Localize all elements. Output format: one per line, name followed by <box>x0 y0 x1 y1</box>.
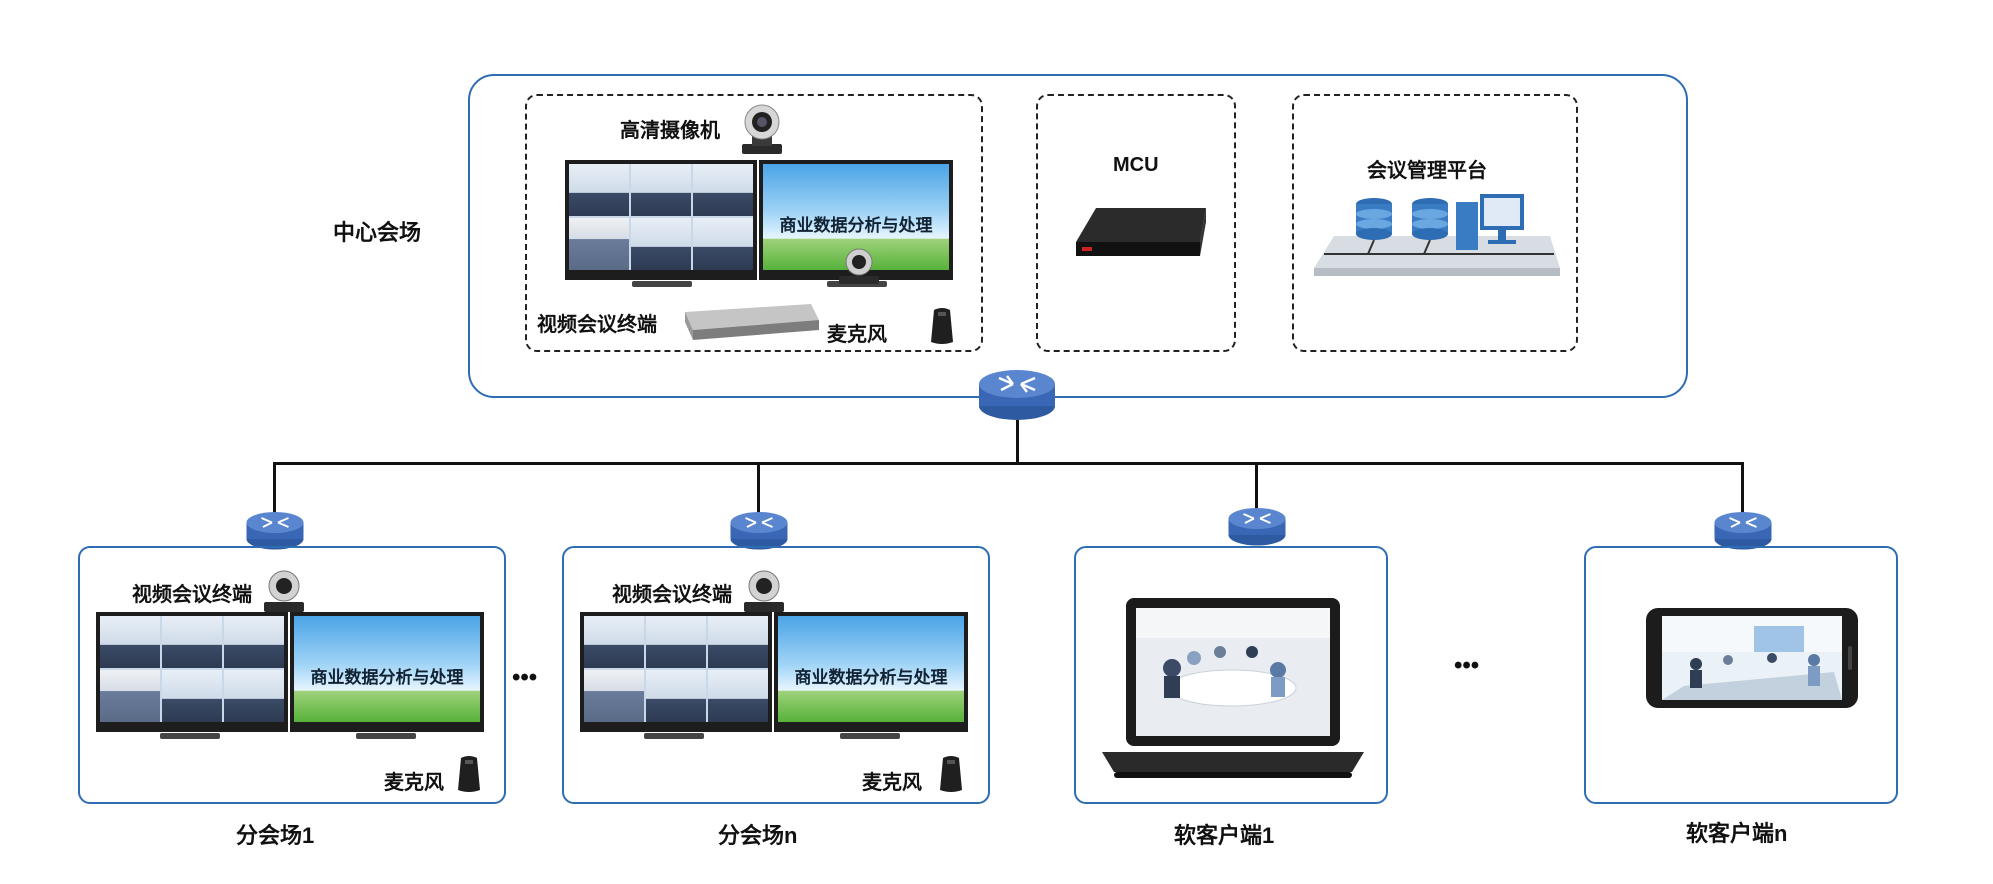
center-site-title: 中心会场 <box>333 220 422 245</box>
drop-line-4 <box>1741 462 1744 514</box>
pc-icon <box>1456 194 1524 250</box>
camera-label: 高清摄像机 <box>620 120 720 142</box>
center-av-group: 高清摄像机 商业数据分析与处理 视频会议终端 <box>525 94 983 352</box>
soft-client-1 <box>1074 546 1388 804</box>
branchn-caption: 分会场n <box>718 823 798 848</box>
branch1-caption: 分会场1 <box>236 823 315 848</box>
drop-line-1 <box>273 462 276 514</box>
clientn-caption: 软客户端n <box>1686 821 1788 846</box>
branchn-mic-label: 麦克风 <box>862 772 922 794</box>
gallery-screen <box>569 164 753 270</box>
branch1-mic-label: 麦克风 <box>384 772 444 794</box>
microphone-icon <box>940 756 962 792</box>
core-router-icon <box>979 370 1055 420</box>
tv-presentation: 商业数据分析与处理 <box>774 612 968 732</box>
drop-line-3 <box>1255 462 1258 514</box>
mic-label: 麦克风 <box>827 324 887 346</box>
tv-presentation: 商业数据分析与处理 <box>290 612 484 732</box>
microphone-icon <box>931 308 953 344</box>
branchn-terminal-label: 视频会议终端 <box>612 584 732 606</box>
management-platform-icon <box>1314 194 1560 276</box>
terminal-label: 视频会议终端 <box>537 314 657 336</box>
router-icon-clientn <box>1714 512 1772 550</box>
video-terminal-icon <box>685 304 819 340</box>
router-icon-branchn <box>730 512 788 550</box>
ellipsis-branches: ••• <box>512 664 538 691</box>
presentation-text: 商业数据分析与处理 <box>794 667 948 687</box>
drop-line-2 <box>757 462 760 514</box>
tv-gallery <box>96 612 288 732</box>
mcu-device-icon <box>1076 208 1206 256</box>
tv-gallery <box>565 160 757 280</box>
router-icon-branch1 <box>246 512 304 550</box>
client1-caption: 软客户端1 <box>1174 823 1275 848</box>
microphone-icon <box>458 756 480 792</box>
presentation-text: 商业数据分析与处理 <box>779 215 933 235</box>
ellipsis-clients: ••• <box>1454 652 1480 679</box>
trunk-line <box>1016 420 1019 464</box>
branch-site-n: 视频会议终端 商业数据分析与处理 麦克风 <box>562 546 990 804</box>
small-camera-icon <box>839 248 879 284</box>
camera-icon <box>744 570 784 612</box>
branch-site-1: 视频会议终端 商业数据分析与处理 麦克风 <box>78 546 506 804</box>
database-icon <box>1356 198 1392 255</box>
mcu-label: MCU <box>1113 154 1159 176</box>
presentation-text: 商业数据分析与处理 <box>310 667 464 687</box>
bus-line <box>274 462 1744 465</box>
platform-group: 会议管理平台 <box>1292 94 1578 352</box>
laptop-icon <box>1102 598 1364 778</box>
database-icon-2 <box>1412 198 1448 255</box>
phone-icon <box>1646 608 1858 708</box>
tv-gallery <box>580 612 772 732</box>
center-site-box: 高清摄像机 商业数据分析与处理 视频会议终端 <box>468 74 1688 398</box>
branch1-terminal-label: 视频会议终端 <box>132 584 252 606</box>
soft-client-n <box>1584 546 1898 804</box>
hd-camera-icon <box>742 104 782 154</box>
mcu-group: MCU <box>1036 94 1236 352</box>
camera-icon <box>264 570 304 612</box>
platform-label: 会议管理平台 <box>1367 160 1487 182</box>
router-icon-client1 <box>1228 508 1286 546</box>
